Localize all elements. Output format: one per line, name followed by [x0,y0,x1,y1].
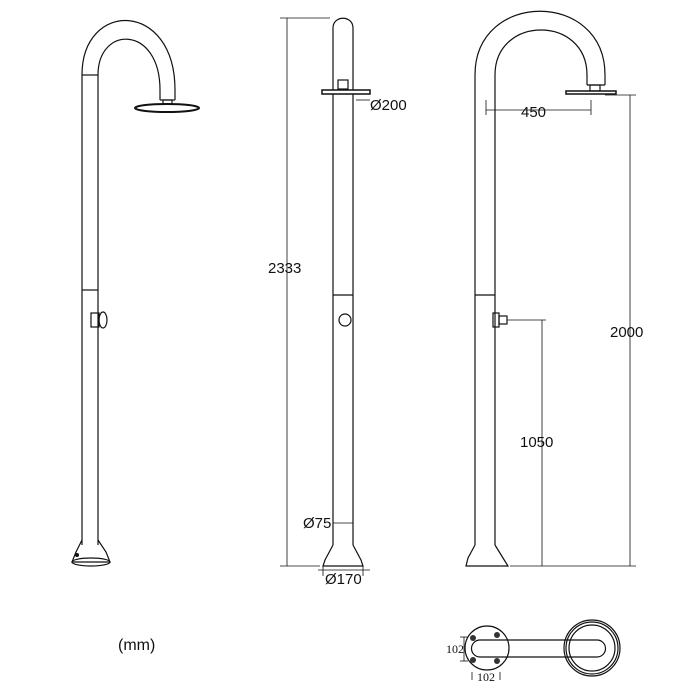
base-plate-height-label: 102 [446,642,464,656]
head-diameter-label: Ø200 [370,97,407,114]
reach-label: 450 [521,104,546,121]
valve-height-label: 1050 [520,434,553,451]
side-view-right: 450 2000 1050 [465,10,643,567]
pipe-diameter-label: Ø75 [303,515,331,532]
head-height-label: 2000 [610,324,643,341]
front-view: 2333 Ø200 Ø75 Ø170 [268,17,407,588]
top-view: 102 102 [446,619,621,684]
base-diameter-label: Ø170 [325,571,362,588]
total-height-label: 2333 [268,260,301,277]
side-view-left [71,19,200,567]
base-plate-width-label: 102 [477,670,495,684]
units-label: (mm) [118,637,155,654]
